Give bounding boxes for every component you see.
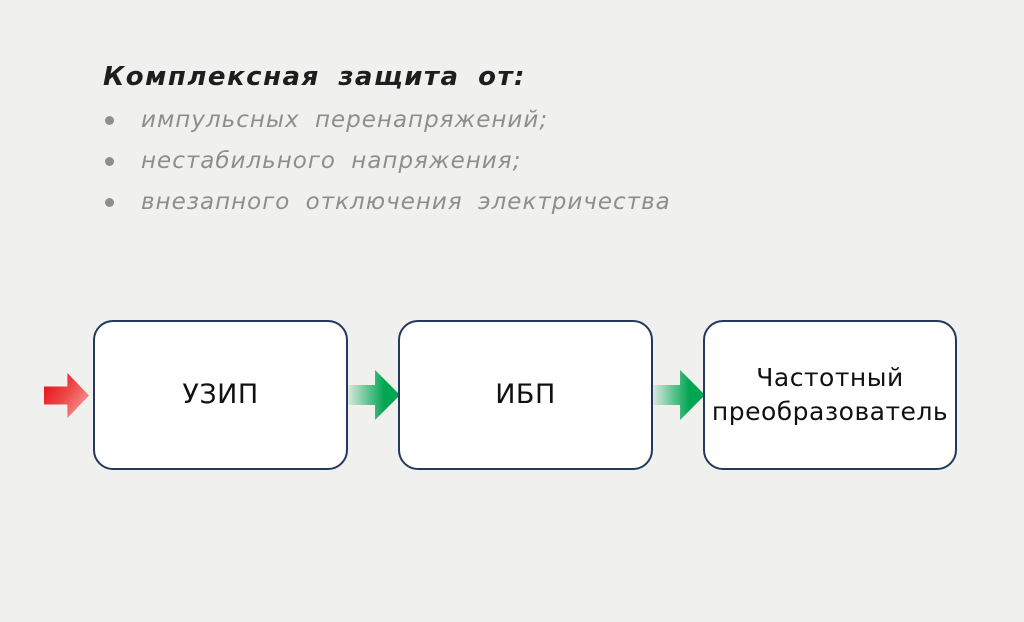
bullet-dot-icon xyxy=(105,198,114,208)
bullet-text: нестабильного напряжения; xyxy=(141,148,522,175)
diagram-title: Комплексная защита от: xyxy=(103,62,526,92)
bullet-text: импульсных перенапряжений; xyxy=(141,107,549,133)
flow-node-ibp: ИБП xyxy=(398,320,653,470)
flow-node-label: Частотный преобразователь xyxy=(711,363,949,426)
bullet-item: импульсных перенапряжений; xyxy=(103,108,803,132)
bullet-item: внезапного отключения электричества xyxy=(103,190,803,214)
bullet-item: нестабильного напряжения; xyxy=(103,149,803,173)
flow-node-uzip: УЗИП xyxy=(93,320,348,470)
green-right-arrow-icon xyxy=(653,370,705,420)
header-block: Комплексная защита от: импульсных перена… xyxy=(103,62,803,231)
flow-node-label: ИБП xyxy=(495,378,556,410)
red-right-arrow-icon xyxy=(44,373,89,418)
bullet-dot-icon xyxy=(105,116,114,125)
bullet-text: внезапного отключения электричества xyxy=(141,189,671,216)
flow-node-label: УЗИП xyxy=(182,378,259,410)
protection-bullet-list: импульсных перенапряжений; нестабильного… xyxy=(103,108,803,214)
bullet-dot-icon xyxy=(105,157,114,167)
flow-node-frequency-converter: Частотный преобразователь xyxy=(703,320,957,470)
flow-diagram: УЗИП ИБП Частотный преобразователь xyxy=(0,320,1024,470)
green-right-arrow-icon xyxy=(348,370,400,420)
